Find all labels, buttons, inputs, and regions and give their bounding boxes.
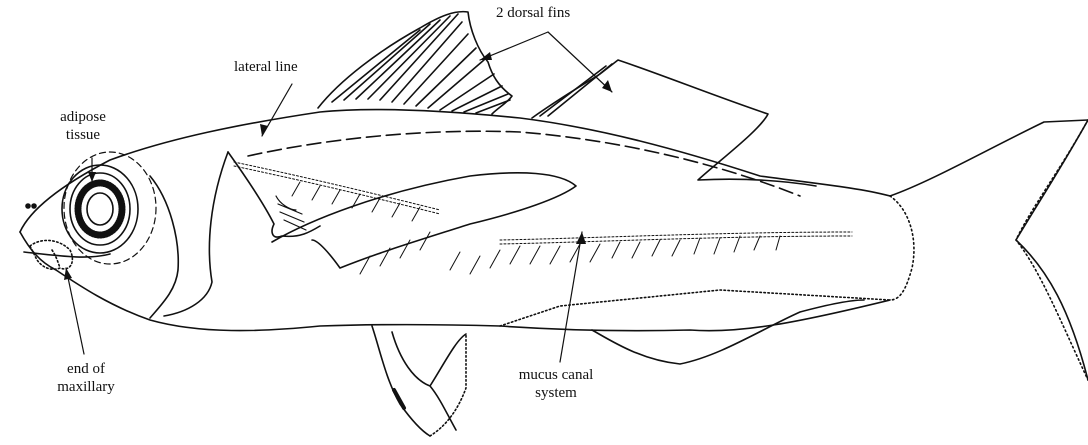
mucus-canal (234, 162, 852, 274)
caudal-fin-dotted-edge (890, 120, 1088, 380)
label-dorsal-fins-text: 2 dorsal fins (496, 4, 570, 22)
second-dorsal-fin (532, 60, 816, 186)
pectoral-fin (272, 173, 576, 268)
label-lateral-line-text: lateral line (234, 58, 298, 76)
label-adipose-tissue: adipose tissue (60, 108, 106, 144)
label-adipose-line2: tissue (60, 126, 106, 144)
first-dorsal-fin (318, 12, 512, 114)
fish-body-outline (20, 110, 1088, 380)
label-dorsal-fins: 2 dorsal fins (496, 4, 570, 22)
anal-fin (500, 290, 890, 364)
pelvic-fin (372, 326, 466, 436)
label-mucus-line1: mucus canal (519, 366, 594, 384)
label-end-of-maxillary: end of maxillary (57, 360, 114, 396)
pointer-lines (66, 32, 612, 362)
label-maxillary-line1: end of (57, 360, 114, 378)
label-mucus-line2: system (519, 384, 594, 402)
label-maxillary-line2: maxillary (57, 378, 114, 396)
label-lateral-line: lateral line (234, 58, 298, 76)
operculum (150, 152, 320, 318)
eye (26, 152, 156, 264)
label-adipose-line1: adipose (60, 108, 106, 126)
label-mucus-canal-system: mucus canal system (519, 366, 594, 402)
